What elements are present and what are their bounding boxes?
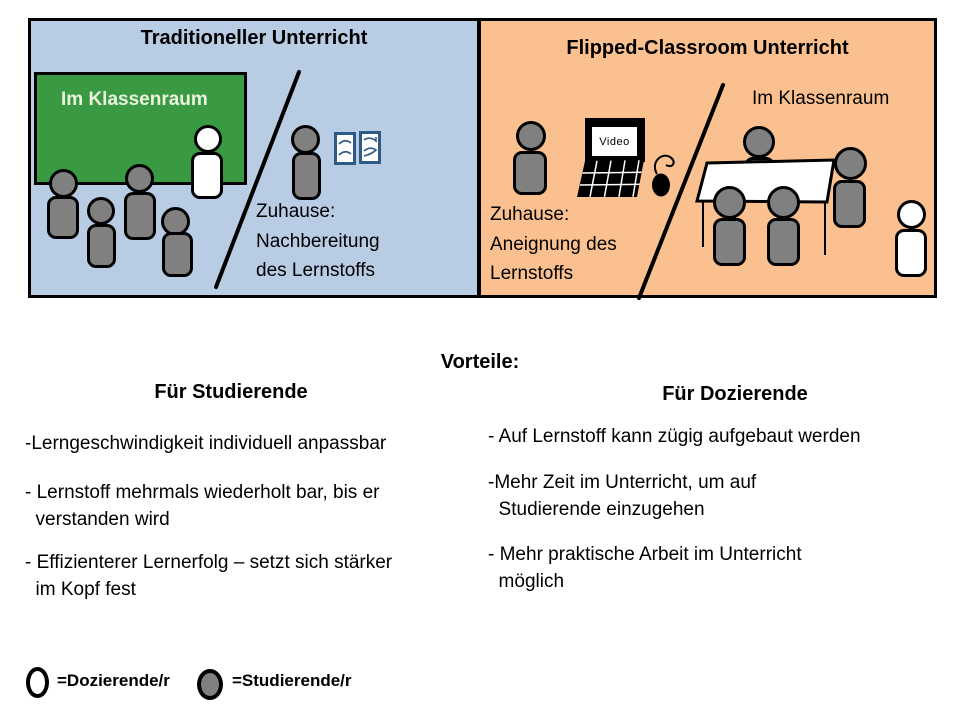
student-benefit-item: - Effizienterer Lernerfolg – setzt sich … xyxy=(25,552,393,600)
lecturer-figure-head xyxy=(897,200,926,229)
lecturer-figure-torso xyxy=(191,152,223,199)
student-figure-head xyxy=(834,147,867,180)
student-figure-head xyxy=(713,186,746,219)
student-benefit-item: -Lerngeschwindigkeit individuell anpassb… xyxy=(25,433,387,454)
traditional-classroom-label: Im Klassenraum xyxy=(61,89,208,110)
lecturers-benefits-heading: Für Dozierende xyxy=(662,383,808,405)
student-figure-torso xyxy=(87,224,116,268)
lecturer-benefit-item: -Mehr Zeit im Unterricht, um auf Studier… xyxy=(488,472,757,520)
students-benefits-heading: Für Studierende xyxy=(154,381,308,403)
traditional-home-label: Zuhause: Nachbereitung des Lernstoffs xyxy=(256,201,380,281)
student-figure-torso xyxy=(162,232,193,277)
book-right-page xyxy=(359,131,381,164)
lecturer-legend-swatch xyxy=(26,667,49,698)
student-figure-head xyxy=(87,197,115,225)
student-figure-head xyxy=(161,207,190,236)
student-figure-torso xyxy=(47,196,79,239)
student-legend-swatch xyxy=(197,669,223,700)
lecturer-figure-head xyxy=(194,125,222,153)
student-legend-label: =Studierende/r xyxy=(232,671,352,690)
student-figure-head xyxy=(743,126,775,158)
student-figure-head xyxy=(125,164,154,193)
book-page-lines xyxy=(338,139,352,156)
lecturer-benefit-item: - Auf Lernstoff kann zügig aufgebaut wer… xyxy=(488,426,861,447)
lecturer-figure-torso xyxy=(895,229,927,277)
flipped-classroom-label: Im Klassenraum xyxy=(752,88,890,109)
student-figure-torso xyxy=(713,218,746,266)
student-figure-torso xyxy=(124,192,156,240)
lecturer-legend-label: =Dozierende/r xyxy=(57,671,170,690)
video-screen: Video xyxy=(592,127,637,156)
student-figure-head xyxy=(49,169,78,198)
lecturer-benefit-item: - Mehr praktische Arbeit im Unterricht m… xyxy=(488,544,802,592)
student-figure-head xyxy=(291,125,320,154)
benefits-heading: Vorteile: xyxy=(440,351,520,373)
student-figure-torso xyxy=(767,218,800,266)
student-benefit-item: - Lernstoff mehrmals wiederholt bar, bis… xyxy=(25,482,380,530)
open-book-icon xyxy=(334,131,384,165)
student-figure-torso xyxy=(513,151,547,195)
student-figure-torso xyxy=(292,152,321,200)
laptop-monitor: Video xyxy=(585,118,645,162)
student-figure-head xyxy=(767,186,800,219)
student-figure-head xyxy=(516,121,546,151)
book-page-lines xyxy=(363,137,378,157)
traditional-panel-title: Traditioneller Unterricht xyxy=(140,27,368,49)
book-left-page xyxy=(334,132,356,165)
flipped-panel-title: Flipped-Classroom Unterricht xyxy=(566,37,849,59)
student-figure-torso xyxy=(833,180,866,228)
flipped-home-label: Zuhause: Aneignung des Lernstoffs xyxy=(490,204,617,284)
